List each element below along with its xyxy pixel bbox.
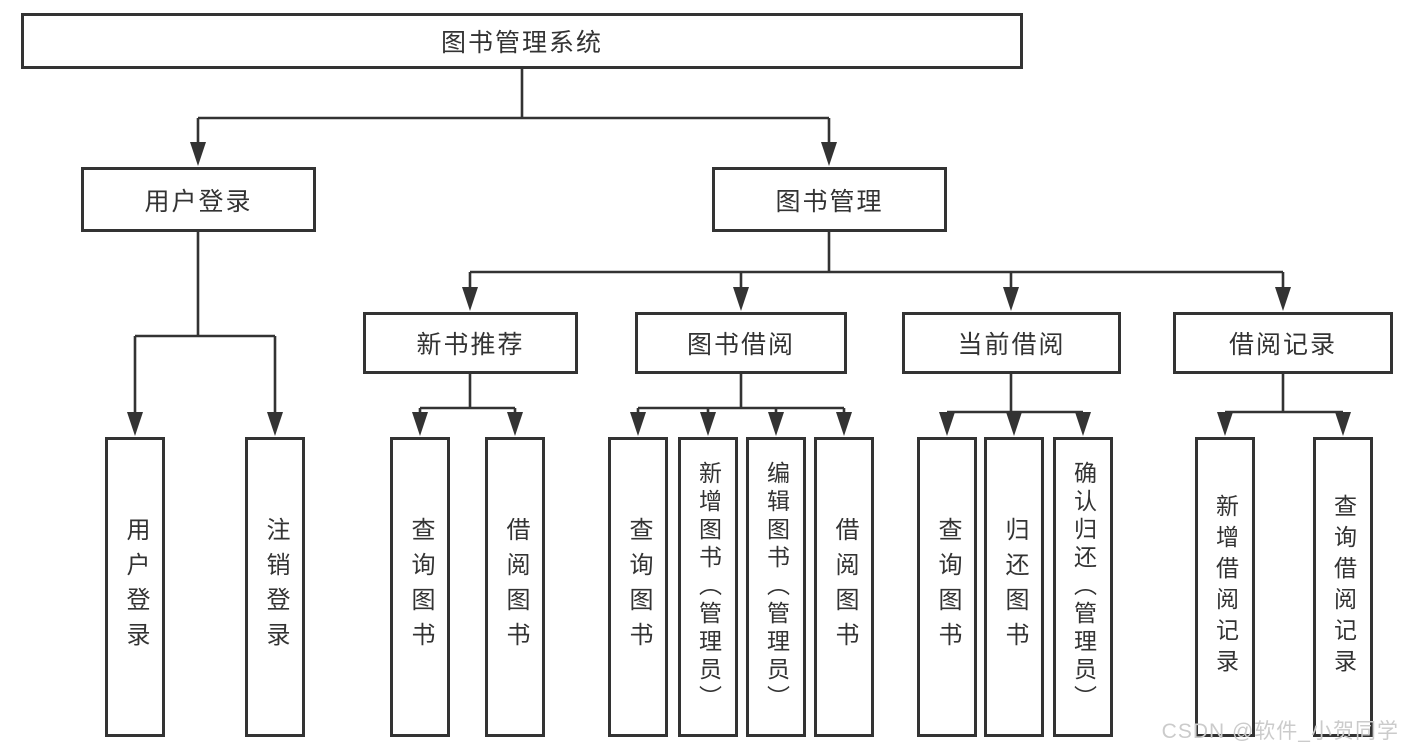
node-library-management-system: 图书管理系统 — [21, 13, 1023, 69]
node-label: 确认归还（管理员） — [1070, 461, 1097, 713]
arrowhead-icon — [836, 412, 852, 436]
node-label: 图书管理 — [775, 187, 884, 216]
edge-root-split — [196, 69, 831, 144]
arrowhead-icon — [507, 412, 523, 436]
arrowhead-icon — [1006, 412, 1022, 436]
edge-record-split — [1223, 374, 1345, 416]
node-book-management: 图书管理 — [712, 167, 947, 232]
node-label: 借阅图书 — [502, 517, 529, 657]
arrowhead-icon — [821, 142, 837, 166]
edge-current-split — [945, 374, 1085, 416]
arrowhead-icon — [462, 287, 478, 311]
leaf-add-borrow-record: 新增借阅记录 — [1195, 437, 1255, 737]
node-borrow-record: 借阅记录 — [1173, 312, 1393, 374]
node-label: 借阅记录 — [1228, 331, 1337, 359]
node-new-book-recommend: 新书推荐 — [363, 312, 578, 374]
leaf-confirm-return-admin: 确认归还（管理员） — [1053, 437, 1113, 737]
node-label: 图书管理系统 — [440, 29, 603, 57]
arrowhead-icon — [412, 412, 428, 436]
leaf-query-book: 查询图书 — [608, 437, 668, 737]
leaf-query-book: 查询图书 — [917, 437, 977, 737]
node-label: 图书借阅 — [686, 331, 795, 359]
arrowhead-icon — [1075, 412, 1091, 436]
arrowhead-icon — [1275, 287, 1291, 311]
node-label: 当前借阅 — [957, 331, 1066, 359]
arrowhead-icon — [190, 142, 206, 166]
arrowhead-icon — [1003, 287, 1019, 311]
leaf-borrow-book: 借阅图书 — [814, 437, 874, 737]
leaf-query-book: 查询图书 — [390, 437, 450, 737]
node-label: 编辑图书（管理员） — [763, 461, 790, 713]
node-label: 新增借阅记录 — [1212, 494, 1239, 680]
node-label: 借阅图书 — [831, 517, 858, 657]
node-current-borrow: 当前借阅 — [902, 312, 1121, 374]
node-label: 用户登录 — [144, 187, 253, 216]
node-label: 查询图书 — [407, 517, 434, 657]
leaf-user-login: 用户登录 — [105, 437, 165, 737]
leaf-return-book: 归还图书 — [984, 437, 1044, 737]
node-label: 新书推荐 — [416, 331, 525, 359]
leaf-logout: 注销登录 — [245, 437, 305, 737]
arrowhead-icon — [939, 412, 955, 436]
arrowhead-icon — [700, 412, 716, 436]
leaf-edit-book-admin: 编辑图书（管理员） — [746, 437, 806, 737]
node-label: 查询图书 — [934, 517, 961, 657]
arrowhead-icon — [733, 287, 749, 311]
node-label: 查询图书 — [625, 517, 652, 657]
node-label: 归还图书 — [1001, 517, 1028, 657]
node-label: 查询借阅记录 — [1330, 494, 1357, 680]
csdn-watermark: CSDN @软件_小贺同学 — [1161, 720, 1399, 743]
node-book-borrow: 图书借阅 — [635, 312, 847, 374]
node-user-login: 用户登录 — [81, 167, 316, 232]
arrowhead-icon — [768, 412, 784, 436]
node-label: 注销登录 — [262, 517, 289, 657]
edge-userlogin-split — [133, 232, 277, 414]
arrowhead-icon — [267, 412, 283, 436]
edge-borrow-split — [636, 374, 846, 416]
node-label: 新增图书（管理员） — [695, 461, 722, 713]
arrowhead-icon — [1335, 412, 1351, 436]
edge-newbook-split — [418, 374, 517, 416]
arrowhead-icon — [630, 412, 646, 436]
edge-bookmgmt-split — [468, 232, 1285, 289]
leaf-borrow-book: 借阅图书 — [485, 437, 545, 737]
arrowhead-icon — [127, 412, 143, 436]
node-label: 用户登录 — [122, 517, 149, 657]
leaf-add-book-admin: 新增图书（管理员） — [678, 437, 738, 737]
arrowhead-icon — [1217, 412, 1233, 436]
leaf-query-borrow-record: 查询借阅记录 — [1313, 437, 1373, 737]
